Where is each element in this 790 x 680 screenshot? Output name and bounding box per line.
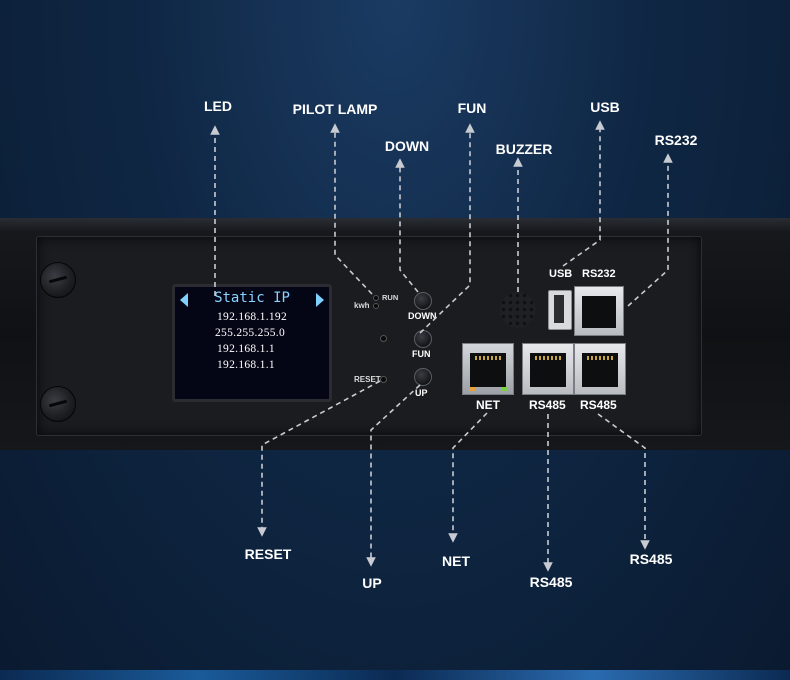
lcd-line-gateway: 192.168.1.1 (217, 343, 275, 355)
callout-usb: USB (590, 99, 620, 115)
kwh-lamp-label: kwh (354, 301, 370, 310)
reset-panel-label: RESET (354, 375, 381, 384)
down-panel-label: DOWN (408, 311, 437, 321)
down-button[interactable] (414, 292, 432, 310)
leader-reset (257, 380, 381, 537)
callout-reset: RESET (244, 546, 292, 562)
rs485-b-panel-label: RS485 (580, 398, 617, 412)
bottom-glow-strip (0, 670, 790, 680)
lcd-line-dns: 192.168.1.1 (217, 359, 275, 371)
net-port[interactable] (462, 343, 514, 395)
rs485-port-a[interactable] (522, 343, 574, 395)
leader-rs485-b (597, 413, 650, 550)
lcd-line-subnet: 255.255.255.0 (215, 327, 286, 339)
rs232-port[interactable] (574, 286, 624, 336)
callout-net: NET (442, 553, 470, 569)
callout-fun: FUN (457, 100, 487, 116)
net-link-led (469, 387, 475, 391)
reset-pinhole[interactable] (380, 376, 387, 383)
callout-down: DOWN (384, 138, 430, 154)
net-panel-label: NET (476, 398, 500, 412)
buzzer-grille (500, 292, 536, 328)
callout-buzzer: BUZZER (495, 141, 553, 157)
rs485-a-panel-label: RS485 (529, 398, 566, 412)
mount-screw-top (40, 262, 76, 298)
leader-fun (419, 123, 475, 334)
leader-usb (562, 120, 605, 267)
leader-rs232 (627, 153, 673, 307)
lcd-right-arrow-icon (316, 293, 324, 307)
rs485-port-b[interactable] (574, 343, 626, 395)
lcd-display: Static IP 192.168.1.192 255.255.255.0 19… (172, 284, 332, 402)
leader-down (395, 158, 419, 293)
callout-up: UP (362, 575, 382, 591)
usb-port[interactable] (548, 290, 572, 330)
leader-up (366, 384, 421, 567)
lcd-left-arrow-icon (180, 293, 188, 307)
callout-rs485-a: RS485 (529, 574, 573, 590)
kwh-lamp (373, 303, 379, 309)
callout-pilot-lamp: PILOT LAMP (292, 101, 378, 117)
usb-panel-label: USB (549, 268, 573, 280)
up-panel-label: UP (415, 388, 428, 398)
device-faceplate (36, 236, 702, 436)
callout-rs232: RS232 (654, 132, 698, 148)
leader-net (448, 412, 488, 543)
run-lamp-label: RUN (382, 293, 399, 302)
lcd-title: Static IP (214, 290, 290, 306)
run-lamp (373, 295, 379, 301)
fun-panel-label: FUN (412, 349, 431, 359)
net-activity-led (501, 387, 507, 391)
callout-led: LED (204, 98, 232, 114)
rs232-panel-label: RS232 (582, 268, 616, 280)
up-button[interactable] (414, 368, 432, 386)
callout-rs485-b: RS485 (629, 551, 673, 567)
leader-pilot-lamp (330, 123, 373, 295)
lcd-line-ip: 192.168.1.192 (217, 311, 288, 323)
mount-screw-bottom (40, 386, 76, 422)
status-led (380, 335, 387, 342)
